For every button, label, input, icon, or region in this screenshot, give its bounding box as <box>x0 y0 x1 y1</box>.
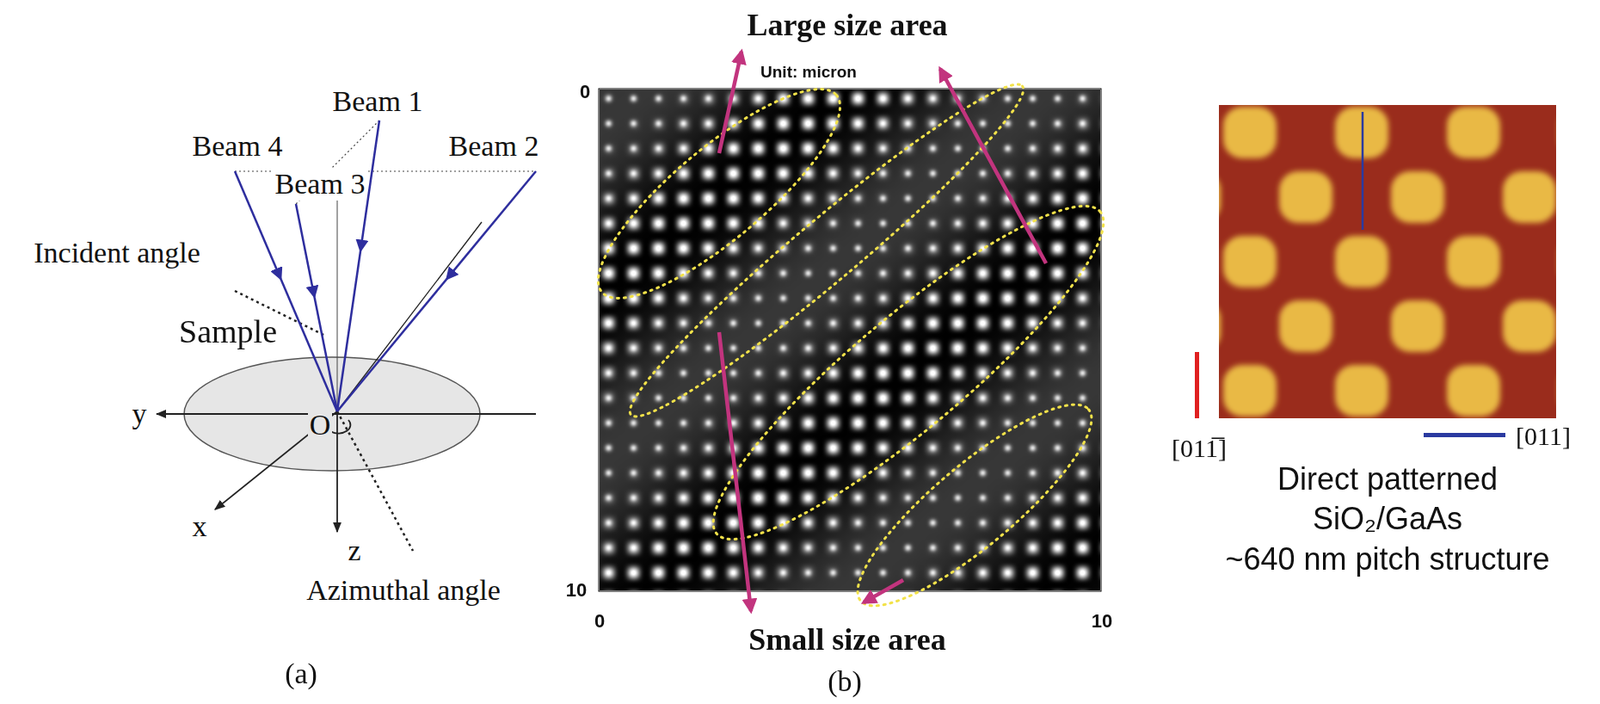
beam-label: Beam 3 <box>273 167 368 200</box>
beam-label: Beam 1 <box>331 85 425 117</box>
afm-dot <box>1279 171 1333 223</box>
afm-dot <box>1335 364 1389 417</box>
afm-dot <box>1390 171 1445 223</box>
axis-number: 0 <box>594 610 605 632</box>
afm-dot <box>1218 171 1221 223</box>
afm-dot <box>1446 364 1501 417</box>
panel-b-overlays <box>598 88 1102 591</box>
axis-label: x <box>190 510 210 542</box>
red-scale-bar <box>1194 351 1200 419</box>
afm-dot <box>1446 106 1501 159</box>
panel-label: (b) <box>827 664 862 697</box>
angle-label: Incident angle <box>31 236 203 269</box>
direction-label: [011̅] <box>1171 433 1227 462</box>
beam-label: Beam 4 <box>190 129 285 162</box>
axis-label: y <box>130 397 149 430</box>
interference-pattern <box>599 89 1101 591</box>
afm-dot <box>1390 300 1445 352</box>
direction-label: [011] <box>1515 421 1571 450</box>
area-label: Small size area <box>748 622 946 658</box>
afm-dot <box>1279 300 1333 352</box>
afm-dot <box>1446 235 1501 288</box>
caption-line: ~640 nm pitch structure <box>1224 541 1550 577</box>
unit-label: Unit: micron <box>760 63 857 82</box>
area-label: Large size area <box>746 8 948 44</box>
beam-label: Beam 2 <box>447 129 542 162</box>
axis-label: z <box>345 534 363 567</box>
blue-scale-bar <box>1423 432 1506 437</box>
afm-dot <box>1223 235 1277 288</box>
angle-label: Azimuthal angle <box>304 573 503 606</box>
afm-dot <box>1335 235 1389 288</box>
blue-marker-line <box>1361 111 1365 230</box>
afm-dot <box>1223 364 1277 417</box>
afm-image <box>1218 104 1557 419</box>
axis-number: 0 <box>579 81 591 103</box>
afm-dot <box>1218 300 1221 352</box>
caption-line: Direct patterned <box>1277 461 1498 497</box>
sample-label: Sample <box>178 313 277 351</box>
panel-label: (a) <box>284 657 318 690</box>
panel-a-schematic <box>156 120 536 551</box>
origin-label: O <box>307 408 333 441</box>
afm-dot <box>1502 300 1557 352</box>
afm-dot <box>1223 106 1277 159</box>
caption-line: SiO₂/GaAs <box>1312 501 1463 536</box>
axis-number: 10 <box>566 579 587 601</box>
axis-number: 10 <box>1091 610 1113 632</box>
afm-dot <box>1502 171 1557 223</box>
